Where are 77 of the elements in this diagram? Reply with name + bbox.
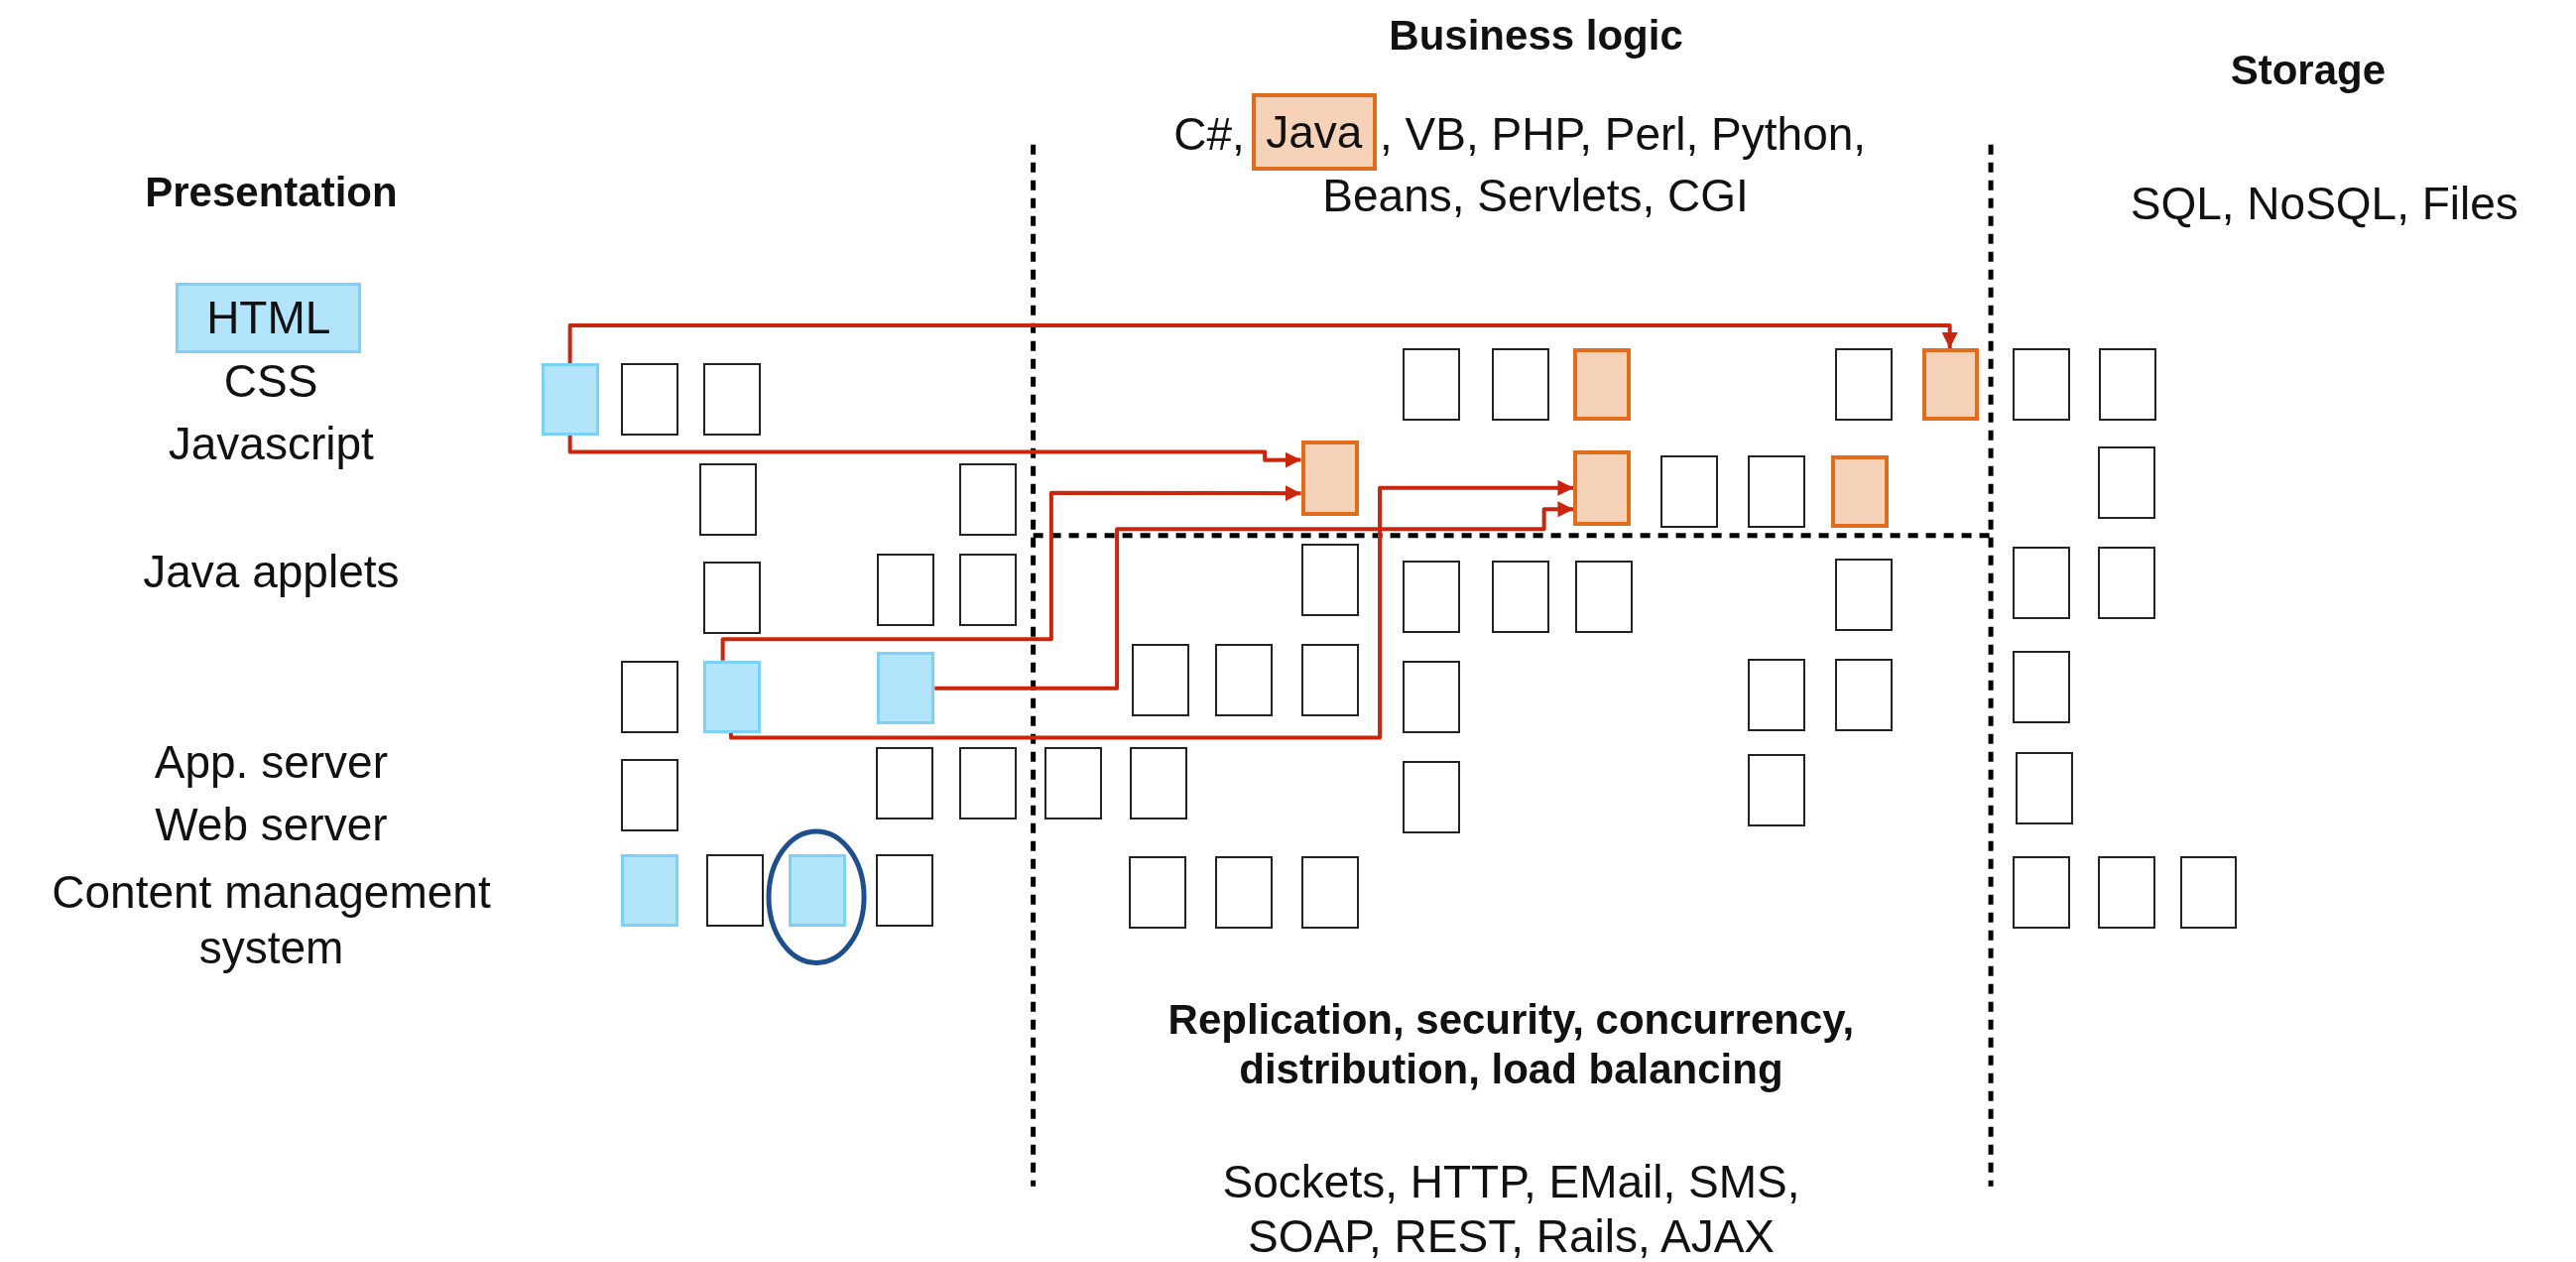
technology-label: Web server: [155, 797, 388, 852]
empty-box: [620, 759, 678, 831]
empty-box: [1044, 747, 1103, 820]
empty-box: [1300, 855, 1359, 929]
technology-label: Java applets: [143, 544, 400, 599]
empty-box: [1834, 559, 1893, 631]
empty-box: [1403, 560, 1461, 633]
empty-box: [620, 362, 678, 436]
empty-box: [1747, 659, 1805, 731]
empty-box: [959, 463, 1018, 536]
empty-box: [706, 854, 765, 927]
empty-box: [1403, 660, 1461, 733]
section-heading: Storage: [2230, 46, 2387, 96]
technology-list: , VB, PHP, Perl, Python,: [1380, 107, 1867, 163]
empty-box: [1403, 348, 1461, 421]
highlighted-box: [620, 854, 678, 927]
technology-label: Content management system: [51, 865, 492, 975]
technology-label: CSS: [223, 353, 318, 409]
empty-box: [1747, 454, 1805, 528]
highlighted-box: [702, 660, 761, 733]
empty-box: [620, 660, 678, 733]
empty-box: [1491, 560, 1549, 633]
empty-box: [1491, 348, 1549, 421]
empty-box: [2097, 446, 2155, 520]
highlighted-box: [1573, 348, 1632, 421]
empty-box: [1403, 760, 1461, 833]
empty-box: [2179, 855, 2238, 929]
empty-box: [1747, 754, 1805, 826]
empty-box: [1130, 747, 1188, 820]
section-heading: Business logic: [1389, 11, 1683, 62]
technology-list: Sockets, HTTP, EMail, SMS, SOAP, REST, Rails, AJAX: [1158, 1154, 1865, 1262]
empty-box: [875, 854, 933, 927]
empty-box: [2099, 348, 2157, 421]
empty-box: [1660, 454, 1719, 528]
technology-label: App. server: [154, 734, 388, 790]
highlighted-box: [1921, 348, 1980, 421]
highlighted-box: [1573, 449, 1632, 526]
section-heading: Presentation: [145, 167, 398, 217]
empty-box: [1215, 855, 1274, 929]
empty-box: [2097, 547, 2155, 620]
empty-box: [1834, 348, 1893, 421]
empty-box: [959, 747, 1018, 820]
highlighted-term: Java: [1251, 93, 1377, 172]
empty-box: [2015, 752, 2073, 825]
empty-box: [959, 554, 1018, 626]
arrow: [720, 485, 1301, 661]
empty-box: [1215, 644, 1274, 716]
empty-box: [2012, 855, 2070, 929]
empty-box: [1300, 544, 1359, 616]
arrow: [934, 501, 1574, 691]
technology-list: C#,: [1173, 107, 1245, 163]
empty-box: [1575, 560, 1634, 633]
empty-box: [2012, 348, 2070, 421]
empty-box: [1834, 659, 1893, 731]
highlighted-box: [788, 854, 846, 927]
technology-label: Javascript: [168, 416, 374, 471]
arrow: [728, 479, 1574, 740]
empty-box: [2012, 547, 2070, 620]
technology-list: SQL, NoSQL, Files: [2130, 176, 2518, 232]
highlighted-term: HTML: [176, 282, 362, 354]
highlighted-box: [877, 652, 935, 725]
highlighted-box: [1831, 454, 1890, 528]
empty-box: [1131, 644, 1189, 716]
highlighted-box: [542, 362, 600, 436]
empty-box: [1128, 855, 1186, 929]
empty-box: [877, 554, 935, 626]
arrow: [567, 322, 1958, 363]
section-heading: Replication, security, concurrency, distribution, load balancing: [1166, 994, 1856, 1095]
empty-box: [2012, 650, 2070, 723]
empty-box: [702, 562, 761, 635]
empty-box: [699, 463, 758, 536]
empty-box: [702, 362, 761, 436]
arrow: [567, 435, 1301, 468]
highlighted-box: [1300, 440, 1359, 516]
empty-box: [1300, 644, 1359, 716]
empty-box: [2097, 855, 2155, 929]
empty-box: [875, 747, 933, 820]
